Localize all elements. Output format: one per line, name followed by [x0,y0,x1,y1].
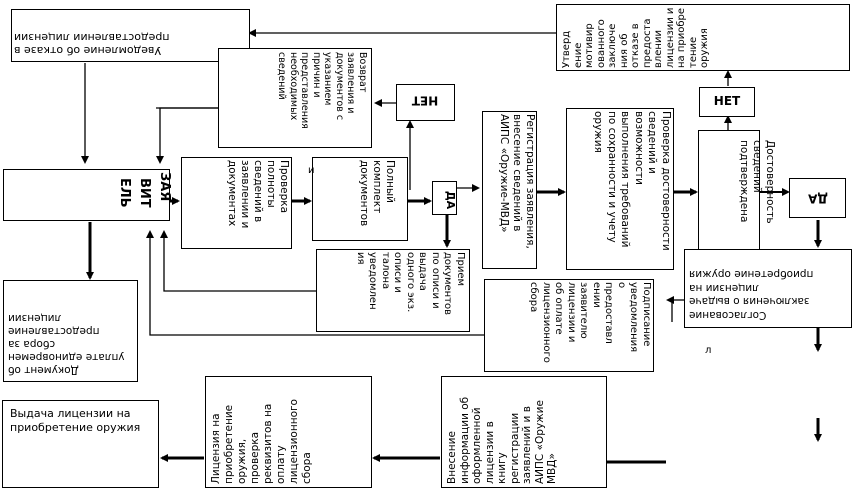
label-fee-document: Документ об уплате единовремен сбора за … [8,312,125,376]
node-verification [566,108,674,270]
node-register-entry [441,376,607,488]
node-registration [482,111,537,269]
node-notice-refusal [11,9,250,62]
node-decision-yes-1 [432,181,457,215]
node-accept-docs [316,249,470,332]
label-stray-letter: л [705,345,712,356]
node-refusal-conclusion [556,4,850,71]
label-verification: Проверка достоверности сведений и возмож… [592,111,673,251]
node-return-docs [218,48,372,148]
arrow-accept-to-applicant [160,230,316,292]
node-sign-notice [484,279,654,372]
arrow-sign-to-applicant [146,230,484,336]
node-license-check [205,376,372,488]
node-decision-no-1 [396,84,455,121]
label-register-entry: Внесение информации об оформленной лицен… [446,396,558,484]
node-complete-set [312,157,408,241]
label-decision-yes-1: ДА [444,190,457,210]
node-fee-document [3,280,138,382]
label-accept-docs: Прием документов по описи и выдача одног… [355,252,466,316]
node-decision-yes-2 [789,178,846,218]
label-registration: Регистрация заявления, внесение сведений… [498,114,536,249]
node-approval-conclusion [684,249,852,328]
label-applicant-1: ЗАЯ [157,172,172,202]
node-check-docs [181,157,292,249]
label-complete-set: Полный комплект документов [358,160,396,227]
label-authenticity: Достоверность сведений подтверждена [738,140,776,224]
arrow-return-to-applicant [156,107,218,164]
label-issue-license: Выдача лицензии на приобретение оружия [10,407,141,434]
label-approval-conclusion: Согласование заключения о выдаче лицензи… [689,268,814,322]
node-authenticity [698,130,760,250]
label-decision-yes-2: ДА [808,191,828,206]
label-check-docs: Проверка полноты сведений в заявлении и … [226,160,290,229]
label-applicant-2: ВИТ [137,178,152,208]
node-decision-no-2 [699,87,755,117]
label-applicant-3: ЕЛЬ [117,178,132,208]
label-decision-no-2: НЕТ [713,94,741,108]
node-applicant [3,169,170,221]
label-refusal-conclusion: Утверд ение мотивир ованного заключе ния… [561,7,710,68]
label-return-docs: Возврат заявления и документов с указани… [276,52,369,129]
label-decision-no-1: НЕТ [411,93,439,108]
node-issue-license [2,400,159,488]
label-conjunction: и [308,165,315,176]
label-sign-notice: Подписание уведомления о предоставл ении… [528,282,653,363]
label-notice-refusal: Уведомление об отказе в предоставлении л… [14,31,170,58]
label-license-check: Лицензия на приобретение оружия, проверк… [210,399,313,484]
